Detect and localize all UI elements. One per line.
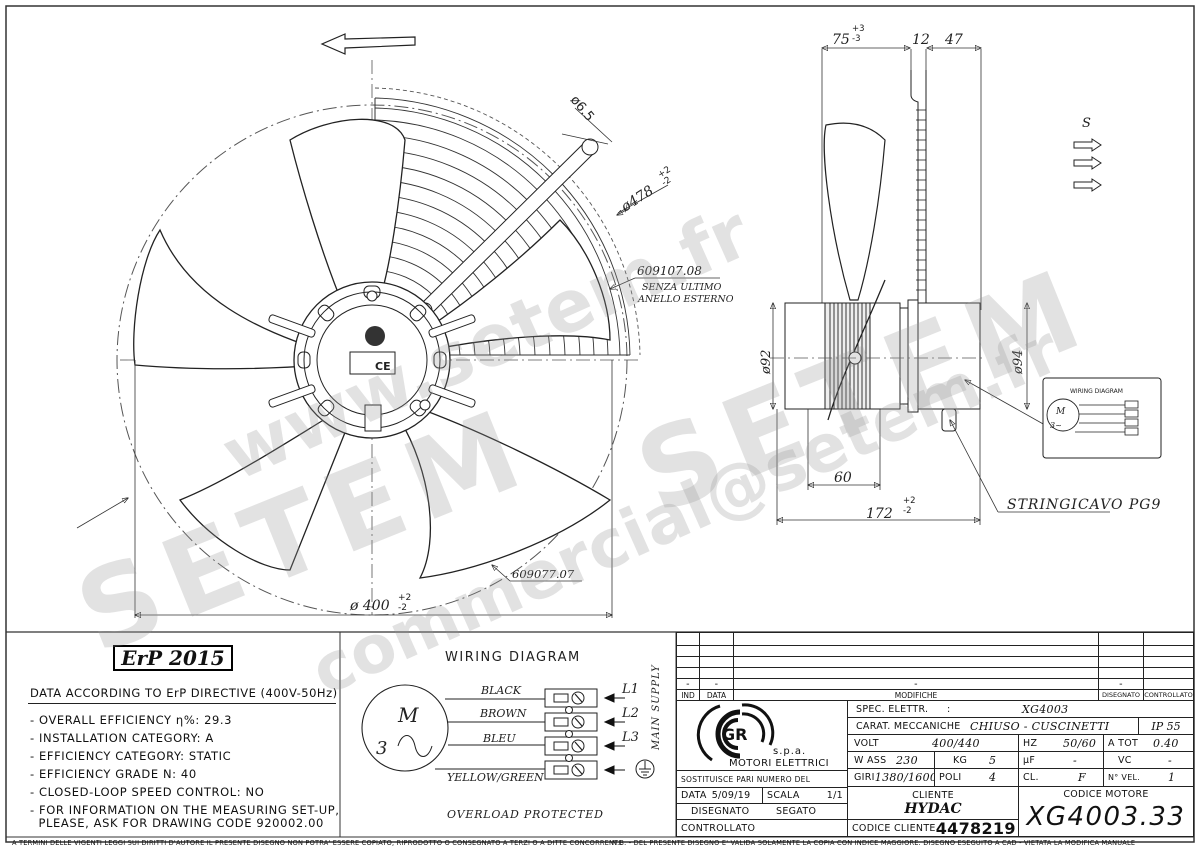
svg-text:+2: +2: [398, 593, 411, 603]
side-view: WIRING DIAGRAM M 3~: [770, 48, 1162, 525]
fan-blade: [399, 404, 612, 579]
fan-blade: [133, 228, 321, 370]
erp-heading: DATA ACCORDING TO ErP DIRECTIVE (400V-50…: [30, 686, 338, 700]
svg-text:ANELLO ESTERNO: ANELLO ESTERNO: [637, 294, 734, 305]
line-l2: L2: [621, 706, 639, 721]
erp-item: - OVERALL EFFICIENCY η%: 29.3: [30, 713, 233, 727]
wire-yellow-green: YELLOW/GREEN: [447, 771, 544, 784]
dim-12: 12: [912, 32, 930, 48]
cl-cell: CL.F: [1018, 768, 1104, 787]
motor-code: XG4003.33: [1026, 802, 1186, 832]
fan-blade: [289, 118, 406, 311]
wiring-title: WIRING DIAGRAM: [445, 650, 581, 665]
line-l3: L3: [621, 730, 639, 745]
company-logo-icon: GR: [696, 703, 775, 762]
svg-text:-2: -2: [903, 506, 911, 516]
airflow-arrow-icon: [1073, 138, 1102, 192]
dim-478: ø478: [618, 183, 657, 216]
wire-black: BLACK: [480, 684, 522, 697]
ip-rating: IP 55: [1138, 717, 1194, 735]
fan-blade: [178, 409, 351, 571]
copyright-notice: A TERMINI DELLE VIGENTI LEGGI SUI DIRITT…: [12, 839, 623, 847]
svg-text:3: 3: [376, 738, 387, 759]
svg-text:-3: -3: [852, 34, 860, 44]
svg-text:-2: -2: [398, 603, 407, 613]
uf-cell: µF-: [1018, 751, 1104, 769]
dim-94: ø94: [1011, 350, 1026, 375]
dim-75: 75: [832, 32, 850, 48]
svg-text:3~: 3~: [1050, 421, 1062, 430]
line-l1: L1: [621, 682, 639, 697]
divider: [28, 703, 336, 704]
terminal-block: [544, 688, 598, 780]
title-block: - - - - IND DATA MODIFICHE DISEGNATO CON…: [676, 632, 1194, 837]
wire-brown: BROWN: [479, 707, 527, 720]
airflow-label: S: [1082, 116, 1091, 131]
ground-icon: [635, 759, 655, 779]
validity-notice: N.B. - DEL PRESENTE DISEGNO E' VALIDA SO…: [612, 839, 1136, 847]
ce-mark: CE: [375, 360, 391, 373]
svg-text:SENZA ULTIMO: SENZA ULTIMO: [642, 282, 722, 293]
rotation-arrow-icon: [320, 33, 416, 55]
company-name: MOTORI ELETTRICI: [729, 758, 830, 769]
dim-hole: ø6.5: [567, 93, 597, 125]
main-supply-label: MAIN SUPPLY: [651, 664, 662, 751]
dim-47: 47: [944, 32, 963, 48]
erp-item: - EFFICIENCY GRADE N: 40: [30, 767, 197, 781]
svg-text:GR: GR: [722, 725, 747, 744]
dim-172: 172: [866, 506, 893, 522]
wire-bleu: BLEU: [482, 732, 516, 745]
svg-text:+3: +3: [852, 24, 865, 34]
overload-note: OVERLOAD PROTECTED: [447, 808, 604, 821]
cable-gland-label: STRINGICAVO PG9: [1007, 497, 1161, 513]
svg-text:WIRING DIAGRAM: WIRING DIAGRAM: [1070, 388, 1123, 395]
erp-item: - CLOSED-LOOP SPEED CONTROL: NO: [30, 785, 265, 799]
controllato-cell: CONTROLLATO: [676, 819, 848, 837]
dim-92: ø92: [759, 350, 774, 375]
guard-code: 609107.08: [637, 264, 702, 278]
codice-cliente-cell: CODICE CLIENTE 4478219: [847, 819, 1019, 837]
nvel-cell: N° VEL.1: [1103, 768, 1194, 787]
company-cell: s.p.a. MOTORI ELETTRICI: [676, 700, 848, 771]
sostituisce-cell: SOSTITUISCE PARI NUMERO DEL: [676, 770, 848, 788]
company-suffix: s.p.a.: [773, 746, 807, 757]
motor-label: M: [397, 703, 419, 727]
carat-row: CARAT. MECCANICHE CHIUSO - CUSCINETTI: [847, 717, 1139, 735]
erp-item: - FOR INFORMATION ON THE MEASURING SET-U…: [30, 803, 340, 830]
svg-text:+2: +2: [903, 496, 916, 506]
fan-blade-side: [823, 122, 886, 301]
erp-badge: ErP 2015: [113, 645, 233, 671]
cliente-cell: CLIENTE HYDAC: [847, 786, 1019, 820]
erp-data-list: - OVERALL EFFICIENCY η%: 29.3 - INSTALLA…: [30, 711, 340, 830]
dim-400: ø 400: [349, 598, 390, 614]
svg-text:M: M: [1055, 407, 1066, 417]
motor-logo-icon: [365, 326, 385, 346]
erp-item: - INSTALLATION CATEGORY: A: [30, 731, 214, 745]
impeller-code: 609077.07: [512, 567, 575, 581]
spec-elettr-row: SPEC. ELETTR. : XG4003: [847, 700, 1194, 718]
wiring-diagram: [361, 684, 655, 780]
front-view: CE: [76, 33, 720, 618]
codice-motore-cell: CODICE MOTORE XG4003.33: [1018, 786, 1194, 837]
mini-wiring-diagram: [1042, 377, 1162, 459]
erp-item: - EFFICIENCY CATEGORY: STATIC: [30, 749, 232, 763]
supply-arrow-icon: [603, 693, 625, 775]
vc-cell: VC-: [1103, 751, 1194, 769]
dim-60: 60: [834, 470, 852, 486]
